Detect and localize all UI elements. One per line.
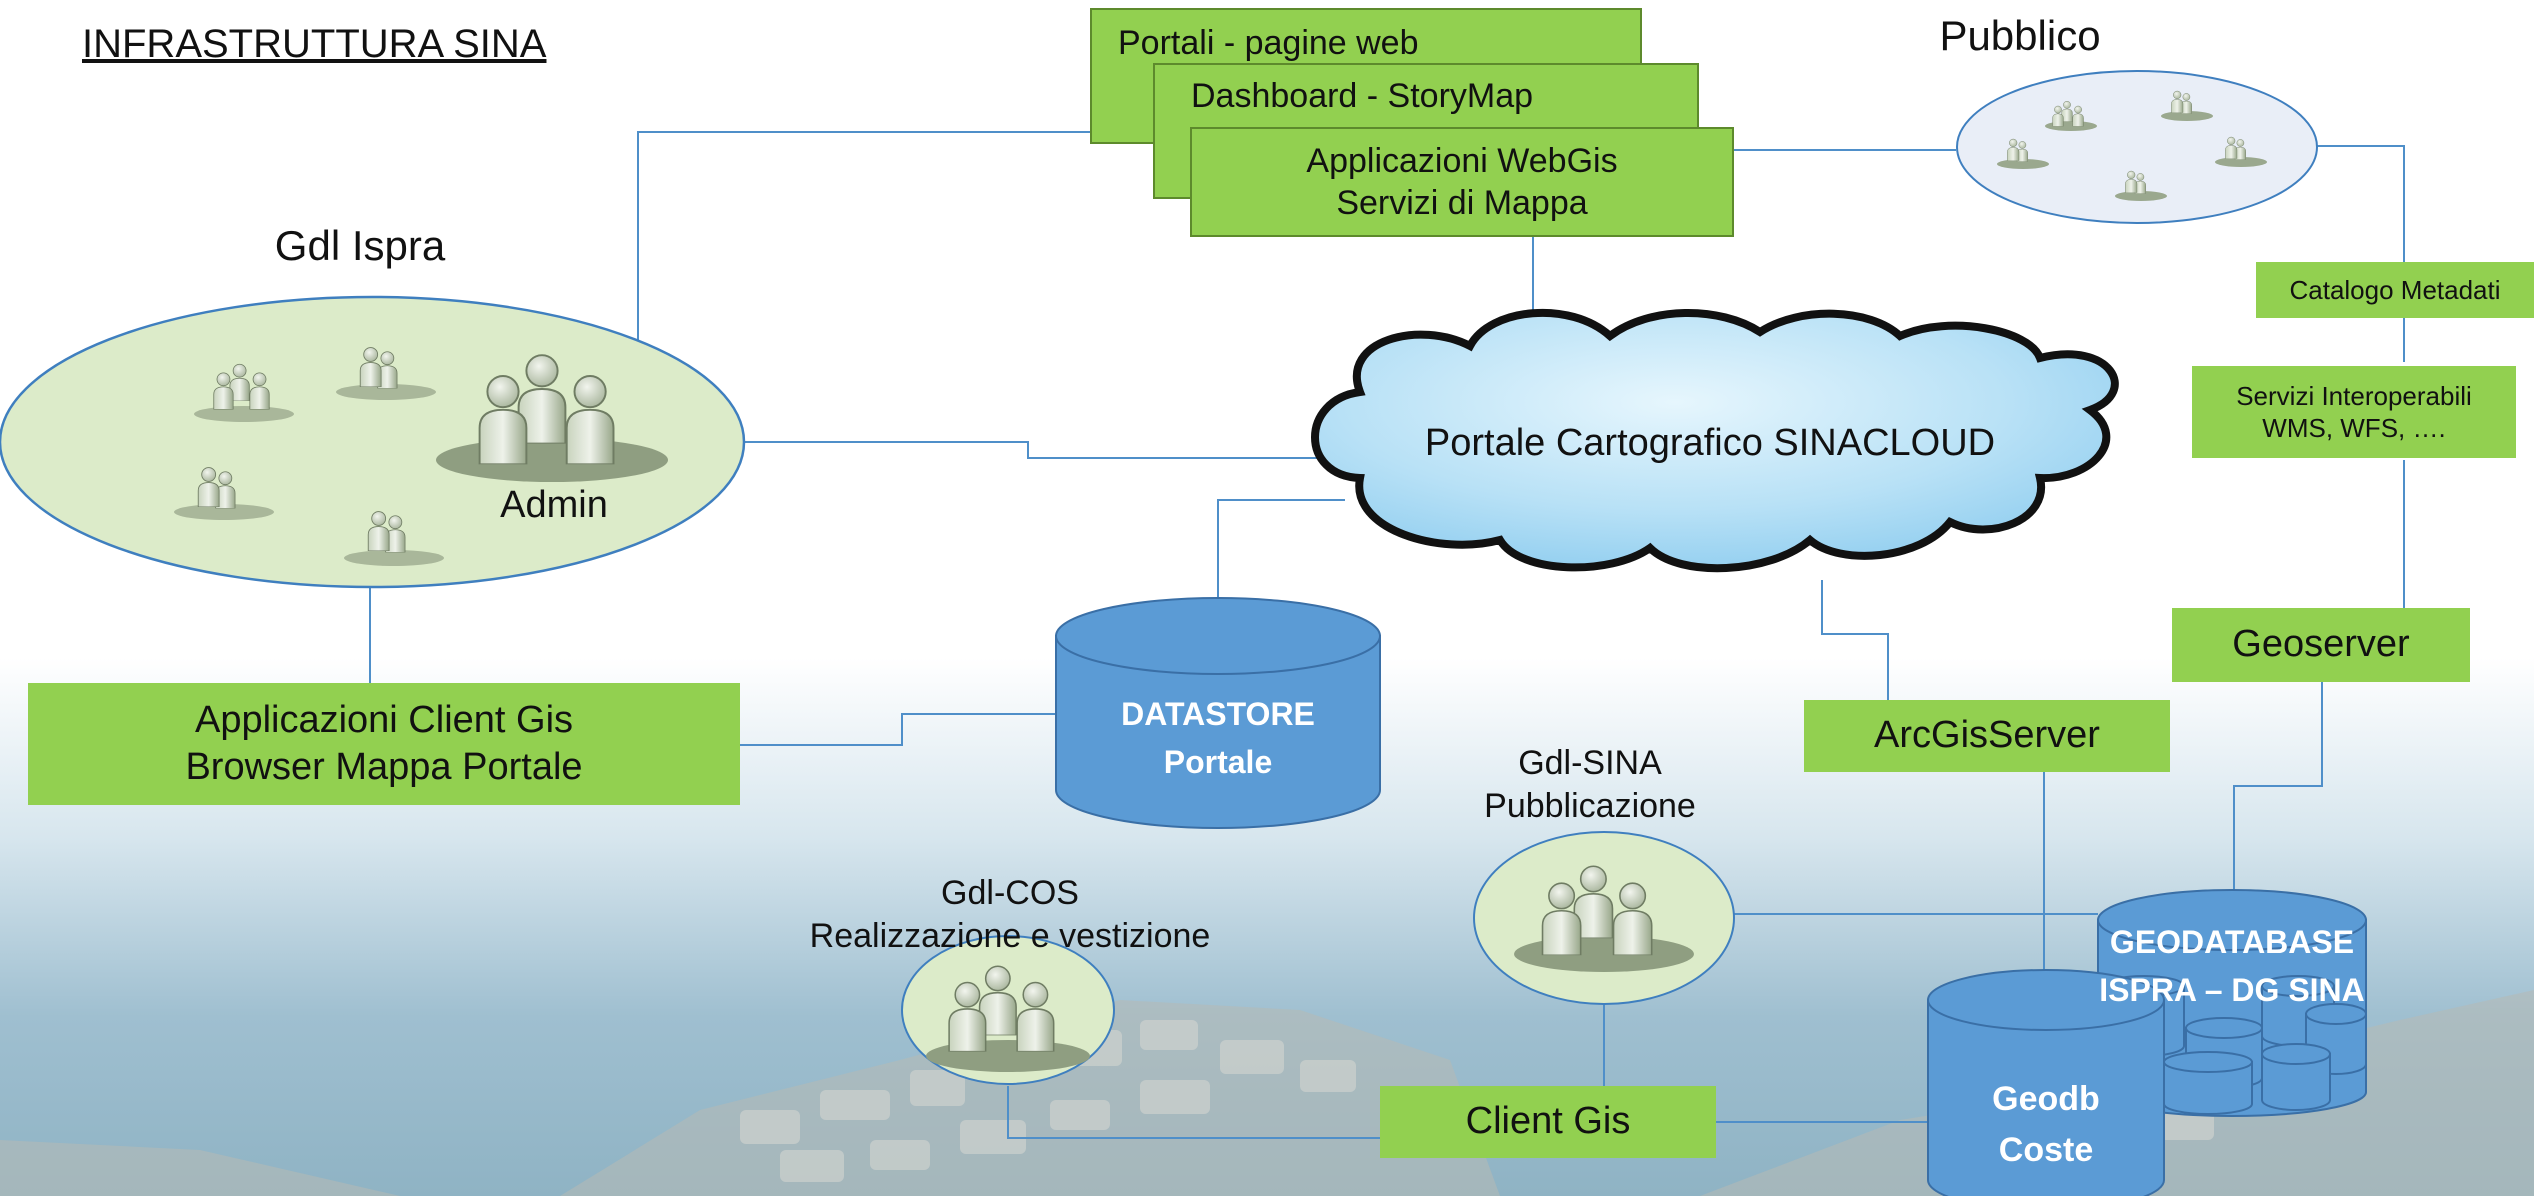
client-gis-label: Client Gis (1465, 1100, 1631, 1143)
servizi-line2: WMS, WFS, …. (2262, 413, 2446, 443)
datastore-cylinder-icon (1055, 597, 1381, 829)
client-gis-apps-line2: Browser Mappa Portale (185, 746, 583, 788)
cloud-label: Portale Cartografico SINACLOUD (1424, 422, 1996, 464)
webgis-line1: Applicazioni WebGis (1306, 141, 1618, 180)
dashboard-label: Dashboard - StoryMap (1191, 77, 1534, 115)
cloud-icon (1311, 308, 2119, 573)
admin-label: Admin (500, 484, 608, 526)
portali-label: Portali - pagine web (1118, 24, 1419, 62)
geoserver-label: Geoserver (2232, 623, 2410, 666)
gdl-cos-line1: Gdl-COS (941, 874, 1079, 912)
diagram-title: INFRASTRUTTURA SINA (82, 22, 547, 66)
ispra-users-icons (174, 348, 668, 566)
datastore-line1: DATASTORE (1121, 696, 1315, 732)
webgis-box: Applicazioni WebGis Servizi di Mappa (1190, 127, 1734, 237)
geodatabase-label: GEODATABASE ISPRA – DG SINA (2090, 918, 2374, 1014)
gdl-sina-label: Gdl-SINA Pubblicazione (1440, 742, 1740, 827)
datastore-line2: Portale (1163, 744, 1273, 780)
catalogo-metadati-label: Catalogo Metadati (2289, 274, 2501, 305)
arcgisserver-label: ArcGisServer (1874, 714, 2100, 757)
arcgisserver-box: ArcGisServer (1804, 700, 2170, 772)
gdl-sina-line1: Gdl-SINA (1518, 744, 1662, 782)
pubblico-ellipse (1956, 70, 2318, 224)
pubblico-users-icons (1997, 91, 2267, 201)
client-gis-box: Client Gis (1380, 1086, 1716, 1158)
gdl-cos-label: Gdl-COS Realizzazione e vestizione (780, 872, 1240, 957)
geoserver-box: Geoserver (2172, 608, 2470, 682)
geodatabase-line1: GEODATABASE (2109, 924, 2355, 960)
geodb-coste-label: Geodb Coste (1928, 1074, 2164, 1176)
geodb-line1: Geodb (1992, 1080, 2100, 1118)
servizi-interoperabili-box: Servizi Interoperabili WMS, WFS, …. (2192, 366, 2516, 458)
gdl-sina-line2: Pubblicazione (1484, 786, 1696, 825)
client-gis-apps-line1: Applicazioni Client Gis (194, 698, 574, 741)
datastore-label: DATASTORE Portale (1056, 690, 1380, 786)
client-gis-apps-box: Applicazioni Client Gis Browser Mappa Po… (28, 683, 740, 805)
gdl-cos-line2: Realizzazione e vestizione (809, 916, 1211, 955)
geodatabase-line2: ISPRA – DG SINA (2099, 972, 2365, 1008)
pubblico-title: Pubblico (1939, 12, 2101, 59)
gdl-ispra-title: Gdl Ispra (274, 222, 446, 269)
geodb-line2: Coste (1998, 1131, 2094, 1169)
servizi-line1: Servizi Interoperabili (2236, 380, 2472, 411)
webgis-line2: Servizi di Mappa (1336, 184, 1588, 222)
catalogo-metadati-box: Catalogo Metadati (2256, 262, 2534, 318)
geodb-coste-cylinder-icon (1927, 969, 2165, 1196)
